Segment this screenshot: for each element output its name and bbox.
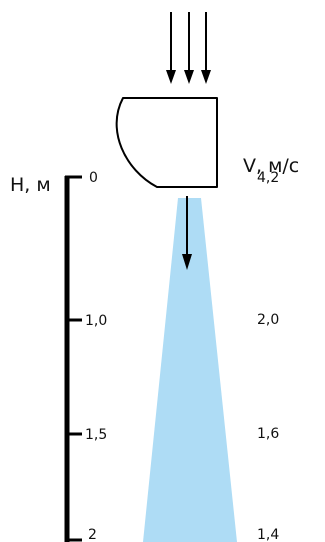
velocity-value-0: 4,2 — [257, 170, 279, 186]
inflow-arrow-middle-icon — [184, 12, 194, 84]
inflow-arrows — [166, 12, 211, 84]
velocity-value-2: 1,6 — [257, 426, 279, 442]
velocity-value-1: 2,0 — [257, 312, 279, 328]
height-scale — [64, 175, 82, 542]
height-tick-label-3: 2 — [88, 527, 97, 542]
height-tick-label-0: 0 — [89, 170, 98, 186]
flow-direction-arrow-icon — [182, 196, 192, 270]
inflow-arrow-left-icon — [166, 12, 176, 84]
velocity-axis-title: V, м/с — [243, 155, 299, 177]
height-tick-label-1: 1,0 — [85, 313, 107, 329]
velocity-value-3: 1,4 — [257, 527, 279, 542]
air-diffuser-shape — [115, 97, 218, 188]
air-jet-cone — [143, 198, 237, 542]
inflow-arrow-right-icon — [201, 12, 211, 84]
height-axis-title: H, м — [10, 174, 51, 196]
height-tick-label-2: 1,5 — [85, 427, 107, 443]
